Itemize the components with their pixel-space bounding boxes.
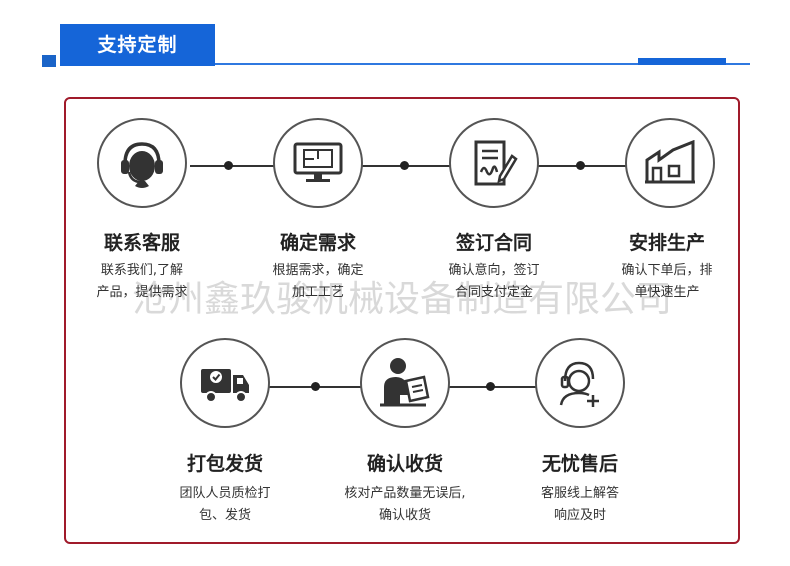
step-7-circle — [535, 338, 625, 428]
step-5-desc: 团队人员质检打 包、发货 — [150, 483, 300, 527]
connector-dot — [486, 382, 495, 391]
step-4-desc-line2: 单快速生产 — [634, 285, 700, 300]
watermark: 沧州鑫玖骏机械设备制造有限公司 — [131, 279, 672, 320]
contract-icon — [474, 140, 518, 186]
process-frame — [64, 97, 740, 544]
header-accent-bar — [638, 58, 726, 65]
step-4-circle — [625, 118, 715, 208]
connector-dot — [576, 161, 585, 170]
step-5-desc-line1: 团队人员质检打 — [179, 486, 271, 501]
step-1-desc-line1: 联系我们,了解 — [100, 263, 184, 278]
receive-icon — [380, 358, 430, 407]
step-3-desc-line1: 确认意向，签订 — [448, 263, 540, 278]
step-6-circle — [360, 338, 450, 428]
step-3-desc-line2: 合同支付定金 — [454, 285, 533, 300]
step-5-desc-line2: 包、发货 — [198, 508, 251, 523]
step-4-desc: 确认下单后，排 单快速生产 — [592, 260, 742, 304]
step-2-desc-line1: 根据需求，确定 — [272, 263, 364, 278]
header-underline — [215, 63, 750, 65]
step-1-desc: 联系我们,了解 产品，提供需求 — [67, 260, 217, 304]
step-6-title: 确认收货 — [366, 453, 443, 475]
step-2-desc-line2: 加工工艺 — [291, 285, 344, 300]
factory-icon — [645, 140, 695, 184]
step-1-title: 联系客服 — [103, 232, 180, 254]
step-6-desc: 核对产品数量无误后, 确认收货 — [330, 483, 480, 527]
headset-icon — [121, 142, 163, 188]
step-4-desc-line1: 确认下单后，排 — [621, 263, 713, 278]
step-5-circle — [180, 338, 270, 428]
truck-icon — [201, 369, 249, 403]
step-5-title: 打包发货 — [186, 453, 263, 475]
step-6-desc-line1: 核对产品数量无误后, — [344, 486, 466, 501]
header-accent-square — [42, 55, 56, 67]
step-3-circle — [449, 118, 539, 208]
connector-1-2 — [190, 165, 278, 167]
step-7-desc: 客服线上解答 响应及时 — [505, 483, 655, 527]
step-7-desc-line1: 客服线上解答 — [540, 486, 619, 501]
monitor-icon — [293, 142, 343, 182]
step-4-title: 安排生产 — [628, 232, 705, 254]
step-2-title: 确定需求 — [279, 232, 356, 254]
step-6-desc-line2: 确认收货 — [378, 508, 431, 523]
step-3-desc: 确认意向，签订 合同支付定金 — [419, 260, 569, 304]
connector-dot — [311, 382, 320, 391]
step-1-desc-line2: 产品，提供需求 — [96, 285, 188, 300]
step-2-circle — [273, 118, 363, 208]
service-icon — [559, 361, 599, 407]
step-7-title: 无忧售后 — [541, 453, 618, 475]
header-tab — [60, 24, 215, 66]
page-title: 支持定制 — [97, 34, 178, 56]
connector-6-7 — [448, 386, 544, 388]
step-3-title: 签订合同 — [455, 232, 532, 254]
connector-dot — [224, 161, 233, 170]
step-1-circle — [97, 118, 187, 208]
connector-dot — [400, 161, 409, 170]
step-2-desc: 根据需求，确定 加工工艺 — [243, 260, 393, 304]
step-7-desc-line2: 响应及时 — [553, 508, 606, 523]
